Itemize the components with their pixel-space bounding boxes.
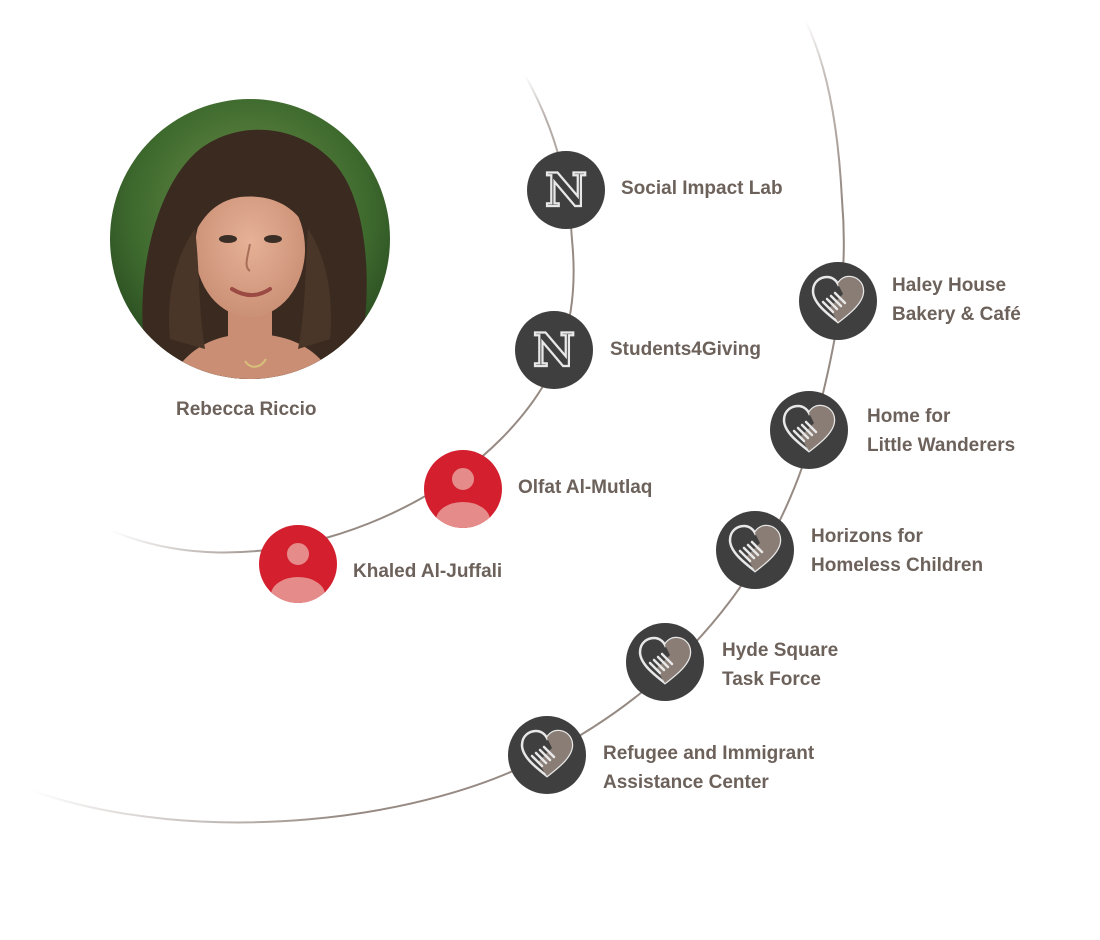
horizons-for-homeless-children-label: Horizons for Homeless Children xyxy=(811,522,983,580)
handshake-heart-icon xyxy=(638,636,692,685)
haley-house-node[interactable] xyxy=(799,262,877,340)
haley-house-label-line1: Haley House xyxy=(892,275,1007,296)
home-for-little-wanderers-label: Home for Little Wanderers xyxy=(867,402,1015,460)
home-for-little-wanderers-node[interactable] xyxy=(770,391,848,469)
handshake-heart-icon xyxy=(811,275,865,324)
outer-arc-upper xyxy=(804,19,843,201)
social-impact-lab-node[interactable]: N xyxy=(527,151,605,229)
person-name-label: Rebecca Riccio xyxy=(176,399,317,420)
students4giving-node[interactable]: N xyxy=(515,311,593,389)
horizons-for-homeless-children-node[interactable] xyxy=(716,511,794,589)
hyde-square-label-line2: Task Force xyxy=(722,669,821,690)
person-icon xyxy=(434,466,492,528)
northeastern-n-icon: N xyxy=(532,322,576,378)
haley-house-label: Haley House Bakery & Café xyxy=(892,271,1021,329)
refugee-label-line1: Refugee and Immigrant xyxy=(603,743,815,764)
hyde-square-task-force-node[interactable] xyxy=(626,623,704,701)
horizons-label-line2: Homeless Children xyxy=(811,555,984,576)
olfat-al-mutlaq-node[interactable] xyxy=(424,450,502,528)
handshake-heart-icon xyxy=(782,404,836,453)
hyde-square-label-line1: Hyde Square xyxy=(722,640,839,661)
social-impact-lab-label: Social Impact Lab xyxy=(621,178,783,199)
olfat-al-mutlaq-label: Olfat Al-Mutlaq xyxy=(518,477,653,498)
svg-text:N: N xyxy=(545,163,587,217)
khaled-al-juffali-node[interactable] xyxy=(259,525,337,603)
home-for-little-wanderers-label-line2: Little Wanderers xyxy=(867,435,1016,456)
khaled-al-juffali-label: Khaled Al-Juffali xyxy=(353,561,503,582)
refugee-immigrant-assistance-center-node[interactable] xyxy=(508,716,586,794)
person-icon xyxy=(269,541,327,603)
home-for-little-wanderers-label-line1: Home for xyxy=(867,406,951,427)
refugee-label-line2: Assistance Center xyxy=(603,772,769,793)
rebecca-riccio-avatar xyxy=(110,99,390,379)
northeastern-n-icon: N xyxy=(544,162,588,218)
horizons-label-line1: Horizons for xyxy=(811,526,923,547)
svg-text:N: N xyxy=(533,323,575,377)
students4giving-label: Students4Giving xyxy=(610,339,761,360)
refugee-immigrant-assistance-center-label: Refugee and Immigrant Assistance Center xyxy=(603,739,814,797)
handshake-heart-icon xyxy=(520,729,574,778)
haley-house-label-line2: Bakery & Café xyxy=(892,304,1021,325)
handshake-heart-icon xyxy=(728,524,782,573)
hyde-square-task-force-label: Hyde Square Task Force xyxy=(722,636,838,694)
